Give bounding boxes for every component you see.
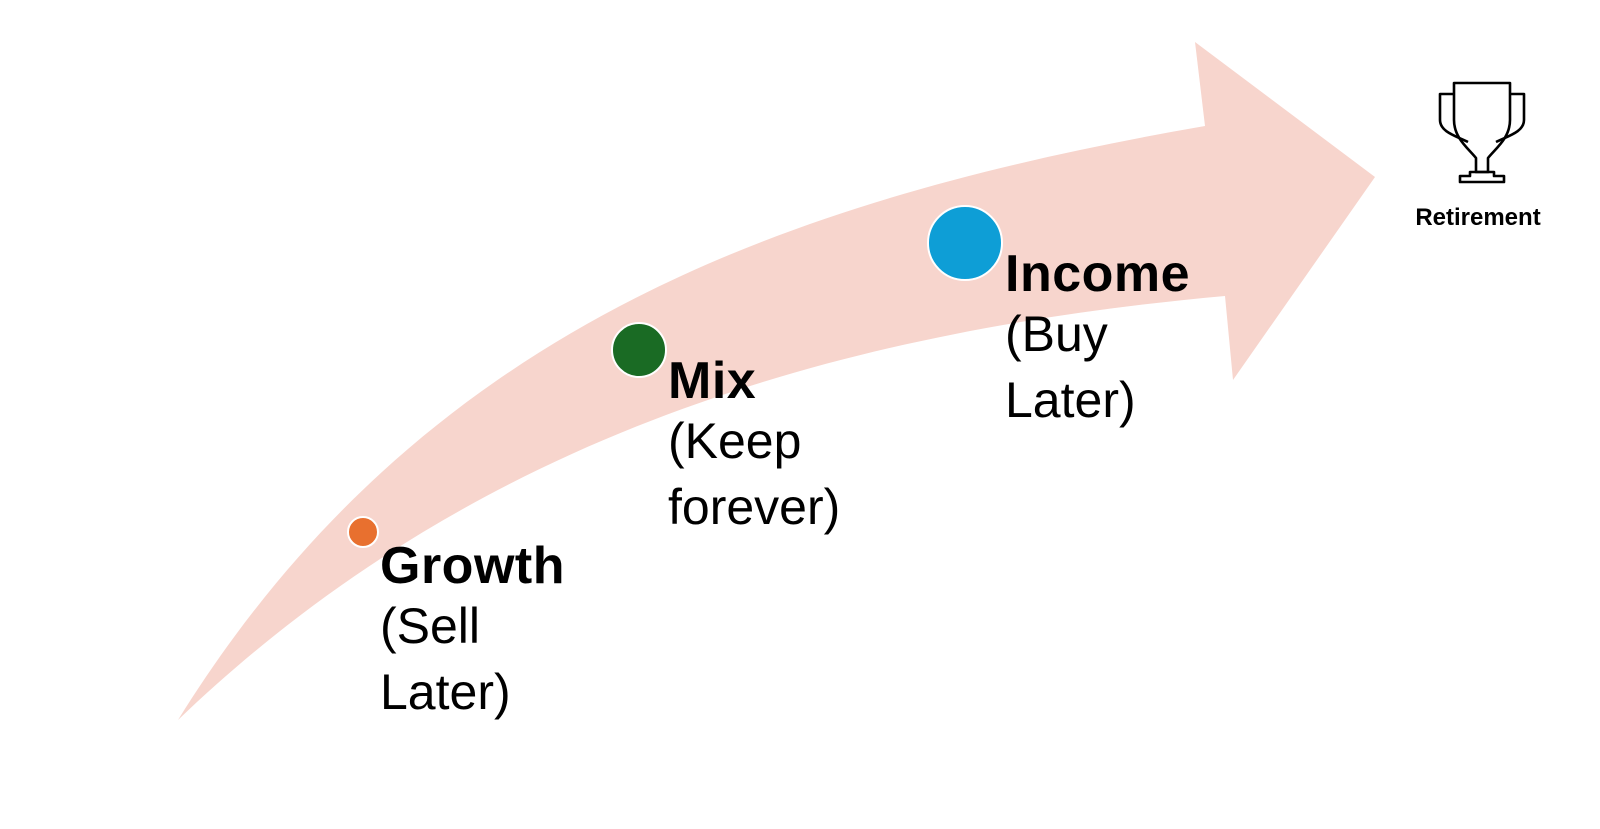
stage-subtitle-line: (Buy	[1005, 306, 1108, 362]
mix-dot	[611, 322, 667, 378]
stage-subtitle-line: Later)	[380, 664, 511, 720]
income-label: Income (Buy Later)	[1005, 248, 1190, 434]
stage-title: Mix	[668, 352, 757, 410]
stage-subtitle-line: (Sell	[380, 598, 481, 654]
retirement-label: Retirement	[1415, 204, 1541, 231]
stage-subtitle-line: Later)	[1005, 372, 1136, 428]
stage-subtitle-line: (Keep	[668, 413, 802, 469]
stage-subtitle-line: forever)	[668, 479, 841, 535]
growth-label: Growth (Sell Later)	[380, 540, 565, 726]
growth-dot	[347, 516, 379, 548]
trophy-icon	[1438, 81, 1526, 184]
income-dot	[927, 205, 1003, 281]
stage-title: Growth	[380, 537, 565, 595]
mix-label: Mix (Keep forever)	[668, 355, 840, 541]
stage-title: Income	[1005, 245, 1191, 303]
